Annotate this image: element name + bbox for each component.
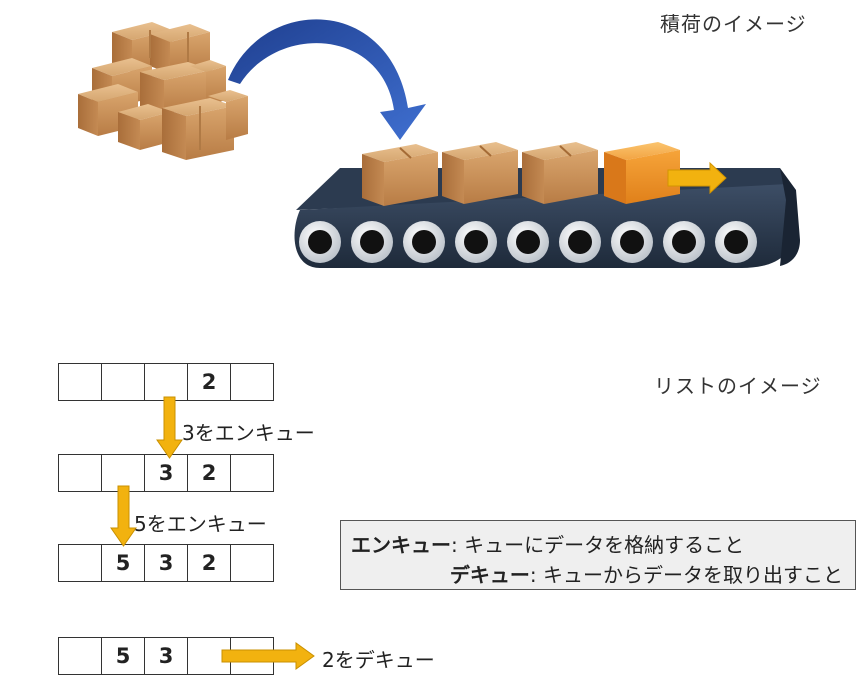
queue-cell (58, 363, 102, 401)
step-label-enqueue-5: 5をエンキュー (134, 512, 267, 536)
belt-box (442, 142, 518, 204)
queue-row-1: 2 (58, 363, 274, 401)
queue-cell: 2 (187, 454, 231, 492)
queue-cell (187, 637, 231, 675)
definition-legend: エンキュー: キューにデータを格納すること デキュー: キューからデータを取り出… (340, 520, 856, 590)
exit-arrow-icon (667, 161, 727, 195)
legend-enqueue-term: エンキュー (351, 533, 451, 557)
belt-rollers (299, 221, 757, 263)
queue-cell: 2 (187, 544, 231, 582)
queue-cell (58, 454, 102, 492)
illustration-caption: 積荷のイメージ (660, 12, 807, 36)
belt-box (362, 144, 438, 206)
queue-row-3: 5 3 2 (58, 544, 274, 582)
legend-dequeue-term: デキュー (449, 563, 530, 587)
step-label-dequeue-2: 2をデキュー (322, 648, 435, 672)
belt-box-leaving (604, 142, 680, 204)
enqueue-arrow-icon (156, 396, 183, 459)
queue-cell: 3 (144, 544, 188, 582)
belt-box (522, 142, 598, 204)
queue-cell (58, 544, 102, 582)
queue-cell (230, 637, 274, 675)
queue-cell: 3 (144, 637, 188, 675)
legend-enqueue-desc: : キューにデータを格納すること (451, 533, 745, 557)
queue-row-2: 3 2 (58, 454, 274, 492)
queue-cell: 5 (101, 544, 145, 582)
cargo-illustration (78, 19, 800, 268)
list-caption: リストのイメージ (654, 374, 822, 398)
queue-cell (101, 454, 145, 492)
box-pile (78, 22, 248, 160)
legend-enqueue: エンキュー: キューにデータを格納すること (351, 529, 744, 558)
queue-row-4: 5 3 (58, 637, 274, 675)
step-label-enqueue-3: 3をエンキュー (182, 421, 315, 445)
queue-cell (144, 363, 188, 401)
queue-cell (230, 544, 274, 582)
queue-cell (101, 363, 145, 401)
queue-cell (230, 363, 274, 401)
curved-arrow-icon (228, 19, 426, 140)
queue-cell (58, 637, 102, 675)
enqueue-arrow-icon (110, 485, 137, 547)
legend-dequeue-desc: : キューからデータを取り出すこと (529, 563, 843, 587)
queue-cell: 5 (101, 637, 145, 675)
queue-cell: 2 (187, 363, 231, 401)
legend-dequeue: デキュー: キューからデータを取り出すこと (450, 559, 843, 588)
queue-cell (230, 454, 274, 492)
queue-cell: 3 (144, 454, 188, 492)
